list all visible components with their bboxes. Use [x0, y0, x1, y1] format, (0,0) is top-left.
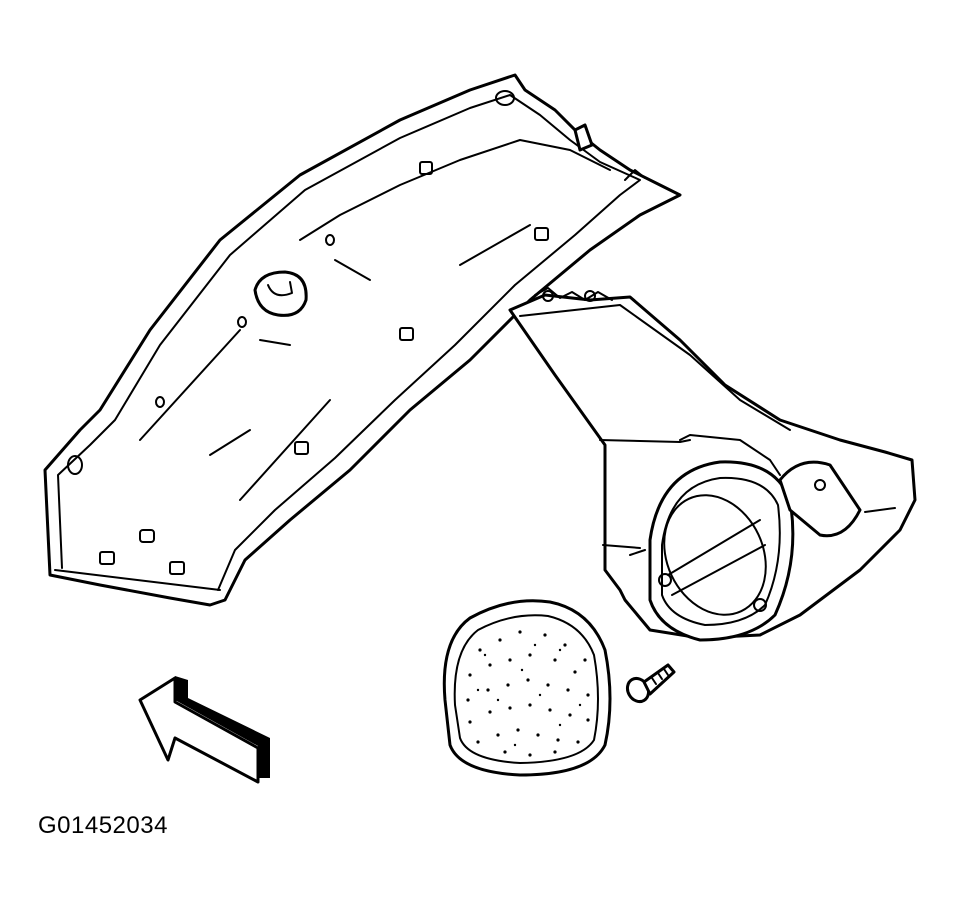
screw-hole [753, 598, 767, 612]
speaker-cone [663, 494, 767, 616]
mounting-hole [67, 455, 83, 475]
speaker-housing [508, 287, 917, 642]
clip [325, 234, 335, 246]
grab-handle-boss [253, 270, 308, 317]
clip [419, 161, 433, 175]
screw [625, 663, 676, 704]
screw-hole [814, 479, 826, 491]
grille-texture [466, 630, 590, 757]
clip [155, 396, 165, 408]
speaker-opening-frame [648, 460, 795, 642]
mounting-hole [495, 90, 515, 106]
speaker-grille [442, 599, 612, 777]
clip [169, 561, 185, 575]
clip [294, 441, 309, 455]
clip [139, 529, 155, 543]
clip [399, 327, 414, 341]
clip [237, 316, 247, 328]
trim-panel [43, 73, 682, 607]
clip [534, 227, 549, 241]
figure-id-label: G01452034 [38, 812, 168, 839]
front-direction-arrow-icon [138, 676, 270, 784]
screw-hole [658, 573, 672, 587]
clip [99, 551, 115, 565]
